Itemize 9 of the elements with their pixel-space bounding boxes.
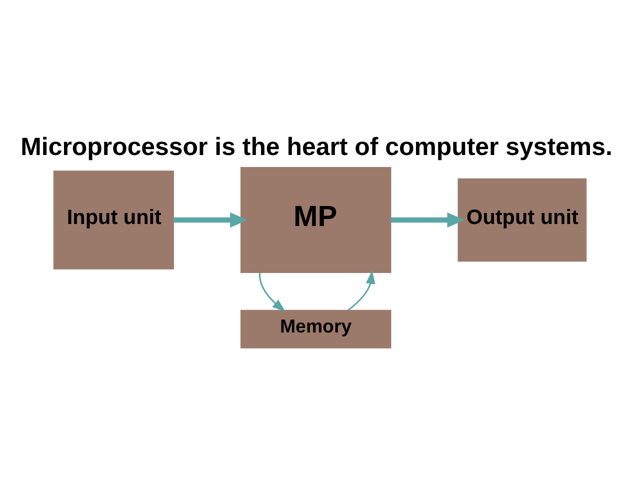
arrow: [390, 212, 465, 228]
diagram-title: Microprocessor is the heart of computer systems.: [20, 133, 612, 162]
node-box: Output unit: [458, 178, 587, 262]
node-box: MP: [240, 166, 392, 273]
arrow: [258, 272, 286, 312]
node-box: Input unit: [53, 170, 174, 270]
arrow: [347, 270, 376, 311]
arrow: [174, 212, 248, 228]
node-box: Memory: [240, 310, 392, 348]
